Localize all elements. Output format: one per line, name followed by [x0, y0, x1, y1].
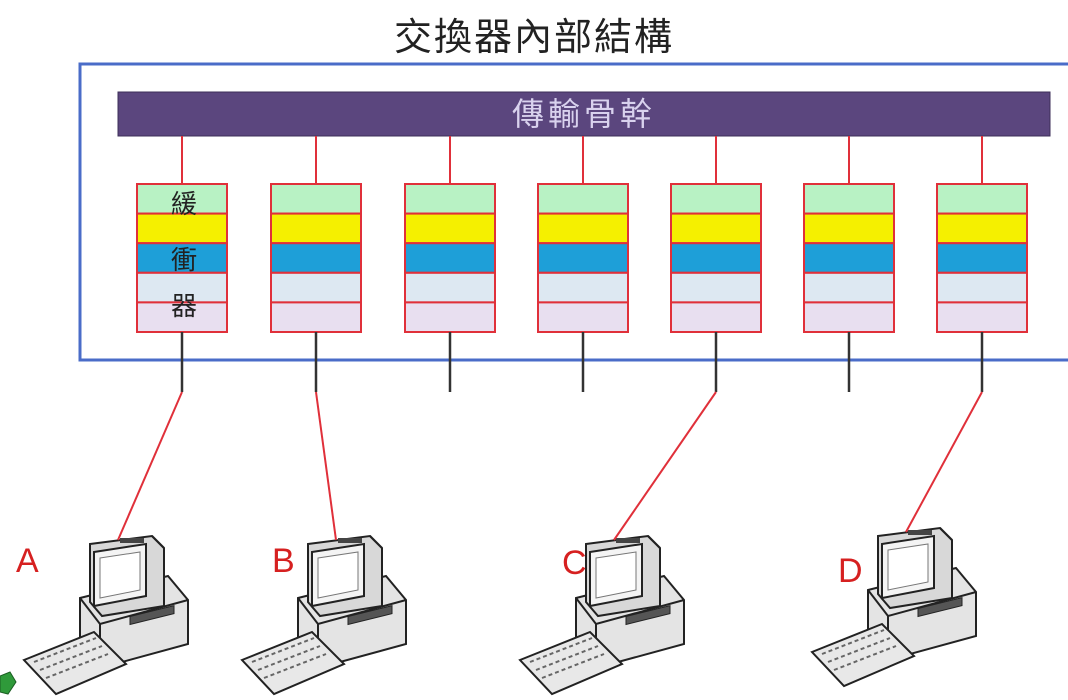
- link-d: [905, 391, 983, 533]
- drive-slot: [917, 596, 963, 618]
- computer-label-a: A: [16, 542, 39, 580]
- monitor-glass: [317, 551, 359, 599]
- buffer-layer: [270, 301, 362, 333]
- buffer-stack-3: [404, 183, 496, 333]
- backbone-label: 傳輸骨幹: [511, 95, 656, 133]
- buffer-layer: [404, 212, 496, 245]
- monitor-glass: [595, 551, 637, 599]
- buffer-layer: [404, 183, 496, 215]
- computer-label-c: C: [562, 544, 587, 582]
- buffer-layer: [270, 212, 362, 245]
- drive-slot: [129, 604, 175, 626]
- buffer-layer: [404, 271, 496, 304]
- backbone-bus: [117, 91, 1051, 137]
- monitor-glass: [887, 543, 929, 591]
- computer-a-icon: [22, 534, 189, 696]
- buffer-layer: [136, 301, 228, 333]
- buffer-layer: [537, 183, 629, 215]
- buffer-layer: [404, 242, 496, 274]
- buffer-layer: [537, 212, 629, 245]
- monitor-vent: [120, 538, 144, 543]
- link-c: [613, 391, 717, 541]
- drive-slot: [347, 604, 393, 626]
- buffer-stack-5: [670, 183, 762, 333]
- buffer-layer: [803, 242, 895, 274]
- buffer-layer: [670, 301, 762, 333]
- computer-c-icon: [518, 534, 685, 696]
- drive-slot: [625, 604, 671, 626]
- buffer-layer: [136, 242, 228, 274]
- computer-label-d: D: [838, 552, 863, 590]
- buffer-stack-1: [136, 183, 228, 333]
- buffer-layer: [136, 271, 228, 304]
- buffer-layer: [803, 183, 895, 215]
- link-a: [117, 391, 183, 541]
- buffer-layer: [270, 242, 362, 274]
- buffer-layer: [936, 271, 1028, 304]
- monitor-edge: [939, 527, 953, 541]
- buffer-layer: [670, 271, 762, 304]
- buffer-layer: [803, 301, 895, 333]
- buffer-stack-4: [537, 183, 629, 333]
- monitor-edge: [369, 535, 383, 549]
- buffer-layer: [936, 212, 1028, 245]
- buffer-layer: [537, 242, 629, 274]
- buffer-label-char-2: 衝: [170, 246, 197, 276]
- diagram-title: 交換器內部結構: [393, 15, 674, 59]
- monitor-vent: [338, 538, 362, 543]
- buffer-layer: [670, 212, 762, 245]
- switch-frame: [78, 62, 1068, 362]
- buffer-label-char-1: 緩: [170, 190, 197, 220]
- buffer-layer: [803, 212, 895, 245]
- buffer-label-char-3: 器: [170, 292, 197, 322]
- link-b: [315, 391, 337, 541]
- buffer-layer: [136, 212, 228, 245]
- buffer-layer: [404, 301, 496, 333]
- monitor-vent: [616, 538, 640, 543]
- monitor-edge: [647, 535, 661, 549]
- buffer-layer: [537, 271, 629, 304]
- buffer-layer: [936, 183, 1028, 215]
- buffer-layer: [936, 301, 1028, 333]
- computer-d-icon: [810, 526, 977, 688]
- buffer-stack-7: [936, 183, 1028, 333]
- buffer-layer: [537, 301, 629, 333]
- buffer-stack-2: [270, 183, 362, 333]
- buffer-layer: [670, 183, 762, 215]
- buffer-layer: [270, 183, 362, 215]
- computer-b-icon: [240, 534, 407, 696]
- buffer-layer: [670, 242, 762, 274]
- monitor-vent: [908, 530, 932, 535]
- buffer-layer: [936, 242, 1028, 274]
- monitor-glass: [99, 551, 141, 599]
- computer-label-b: B: [272, 542, 295, 580]
- buffer-layer: [270, 271, 362, 304]
- buffer-layer: [803, 271, 895, 304]
- corner-decoration-icon: [0, 671, 17, 695]
- buffer-stack-6: [803, 183, 895, 333]
- monitor-edge: [151, 535, 165, 549]
